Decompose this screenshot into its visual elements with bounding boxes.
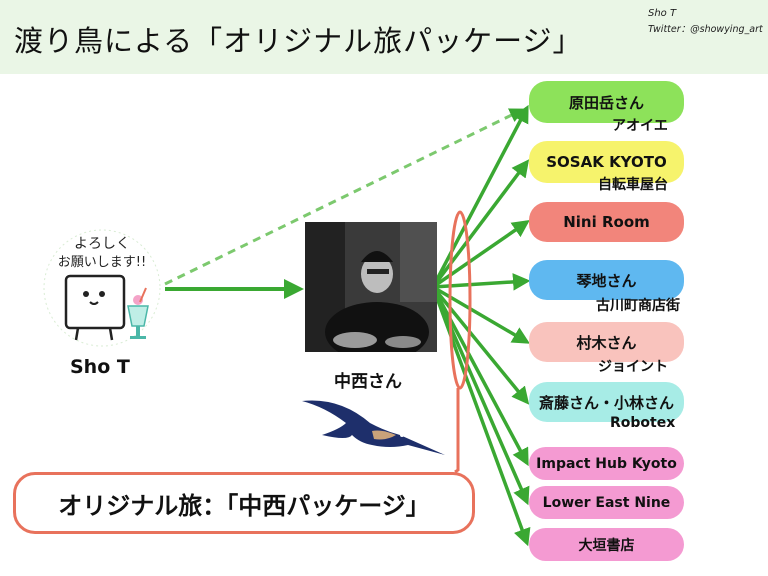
arrow-nakanishi-to-destination: [431, 285, 530, 405]
destination-subtitle: ジョイント: [598, 359, 668, 375]
photo-nakanishi: [305, 222, 437, 352]
arrow-nakanishi-to-destination: [432, 273, 531, 291]
arrow-nakanishi-to-destination: [432, 220, 530, 289]
destination-subtitle: Robotex: [610, 415, 676, 431]
mascot-greeting-line2: お願いします!!: [58, 255, 146, 270]
person-sho-t: Sho T: [70, 356, 130, 378]
mascot-greeting-line1: よろしく: [74, 236, 130, 252]
destination-pill: Nini Room: [529, 202, 684, 242]
destination-pill: SOSAK KYOTO: [529, 141, 684, 183]
arrow-nakanishi-to-destination: [431, 286, 531, 547]
arrow-nakanishi-to-destination: [431, 286, 530, 506]
destination-subtitle: 古川町商店街: [596, 298, 680, 314]
destination-pill: Impact Hub Kyoto: [529, 447, 684, 480]
swallow-illustration: [302, 400, 445, 455]
arrow-nakanishi-to-destination: [431, 159, 530, 289]
dashed-arrow-sho-to-harada: [164, 108, 525, 286]
destination-pill: 村木さん: [529, 322, 684, 362]
destination-pill: Lower East Nine: [529, 486, 684, 519]
person-nakanishi: 中西さん: [334, 372, 402, 392]
arrow-nakanishi-to-destination: [431, 104, 529, 288]
destination-pill: 琴地さん: [529, 260, 684, 300]
highlight-connector: [454, 388, 460, 474]
highlight-ellipse: [448, 210, 472, 390]
destination-subtitle: 自転車屋台: [598, 177, 668, 193]
mascot-illustration: よろしく お願いします!!: [43, 229, 161, 347]
destination-pill: 原田岳さん: [529, 81, 684, 123]
destination-subtitle: アオイエ: [612, 118, 668, 134]
credit-twitter: Twitter：@showying_art: [648, 24, 763, 35]
destination-pill: 大垣書店: [529, 528, 684, 561]
destination-pill: 斎藤さん・小林さん: [529, 382, 684, 422]
original-package-label: オリジナル旅：「中西パッケージ」: [13, 472, 475, 534]
header-band: 渡り鳥による「オリジナル旅パッケージ」 Sho T Twitter：@showy…: [0, 0, 768, 74]
credit-name: Sho T: [648, 8, 677, 19]
slide-title: 渡り鳥による「オリジナル旅パッケージ」: [14, 24, 583, 58]
